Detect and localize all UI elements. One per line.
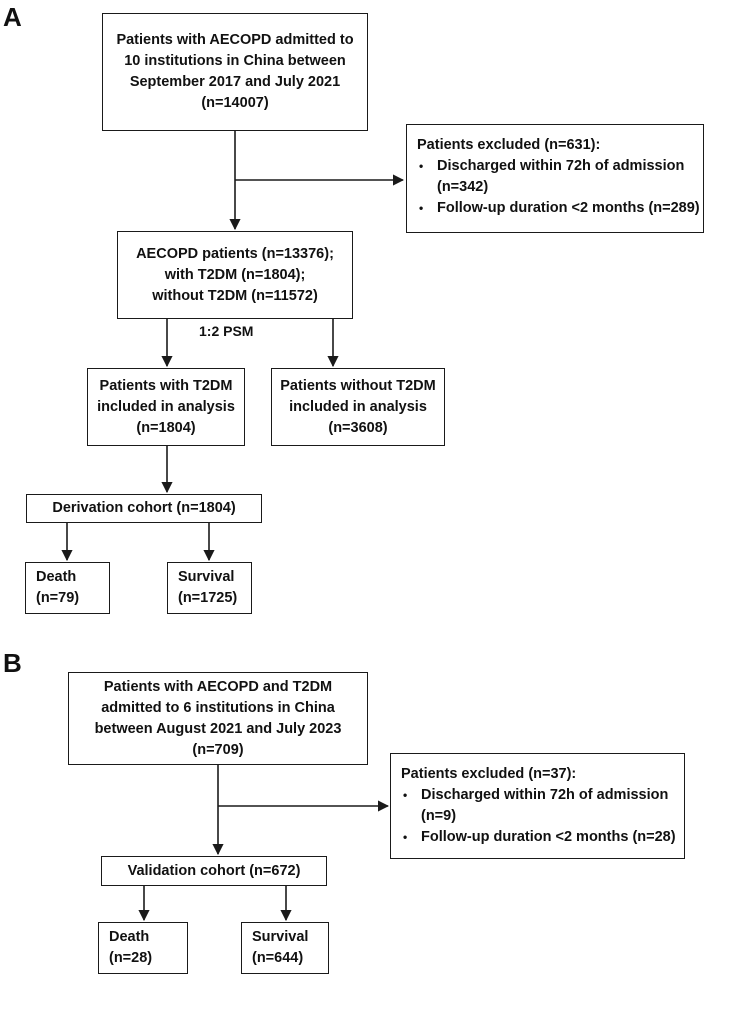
box-b-initial-cohort: Patients with AECOPD and T2DM admitted t… xyxy=(68,672,368,765)
box-a-excluded: Patients excluded (n=631): Discharged wi… xyxy=(406,124,704,233)
a-excluded-item2: Follow-up duration <2 months (n=289) xyxy=(437,200,700,216)
a-start-line-3: September 2017 and July 2021 xyxy=(129,74,341,90)
a-with-line-1: Patients with T2DM xyxy=(99,377,233,394)
a-excluded-item-discharged: Discharged within 72h of admission (n=34… xyxy=(417,156,693,198)
a-survival-line-1: Survival xyxy=(178,569,235,585)
a-with-line-2: included in analysis xyxy=(97,398,235,415)
a-excluded-item-followup: Follow-up duration <2 months (n=289) xyxy=(417,198,700,219)
box-a-death: Death (n=79) xyxy=(25,562,110,614)
a-derivation-label: Derivation cohort (n=1804) xyxy=(52,500,236,516)
a-start-line-4: (n=14007) xyxy=(201,95,269,111)
b-survival-line-1: Survival xyxy=(252,929,309,945)
box-a-survival: Survival (n=1725) xyxy=(167,562,252,614)
b-excluded-item1-line-1: Discharged within 72h of admission xyxy=(421,787,669,803)
a-start-line-1: Patients with AECOPD admitted to xyxy=(116,32,354,48)
b-survival-line-2: (n=644) xyxy=(252,950,304,966)
a-excluded-list: Discharged within 72h of admission (n=34… xyxy=(417,156,700,219)
a-death-line-2: (n=79) xyxy=(36,590,80,606)
box-b-survival: Survival (n=644) xyxy=(241,922,329,974)
a-aecopd-line-2: with T2DM (n=1804); xyxy=(164,266,306,283)
b-start-line-3: between August 2021 and July 2023 xyxy=(94,720,342,737)
a-with-line-3: (n=1804) xyxy=(136,419,196,436)
b-excluded-item2: Follow-up duration <2 months (n=28) xyxy=(421,829,676,845)
a-excluded-item1-line-2: (n=342) xyxy=(437,179,489,195)
a-death-line-1: Death xyxy=(36,569,77,585)
panel-label-a: A xyxy=(3,2,22,32)
b-start-line-1: Patients with AECOPD and T2DM xyxy=(103,678,333,695)
b-excluded-item-followup: Follow-up duration <2 months (n=28) xyxy=(401,827,676,848)
a-start-line-2: 10 institutions in China between xyxy=(124,53,346,69)
box-a-initial-cohort: Patients with AECOPD admitted to 10 inst… xyxy=(102,13,368,131)
a-without-line-2: included in analysis xyxy=(289,398,427,415)
b-excluded-title: Patients excluded (n=37): xyxy=(401,766,577,782)
a-without-line-3: (n=3608) xyxy=(328,419,388,436)
b-death-line-1: Death xyxy=(109,929,150,945)
b-excluded-item-discharged: Discharged within 72h of admission (n=9) xyxy=(401,785,674,827)
b-excluded-list: Discharged within 72h of admission (n=9)… xyxy=(401,785,676,848)
psm-label: 1:2 PSM xyxy=(199,323,254,339)
a-aecopd-line-3: without T2DM (n=11572) xyxy=(152,287,318,304)
box-a-aecopd-patients: AECOPD patients (n=13376); with T2DM (n=… xyxy=(117,231,353,319)
a-aecopd-line-1: AECOPD patients (n=13376); xyxy=(136,245,334,262)
box-a-without-t2dm: Patients without T2DM included in analys… xyxy=(271,368,445,446)
b-validation-label: Validation cohort (n=672) xyxy=(127,862,301,879)
box-b-death: Death (n=28) xyxy=(98,922,188,974)
b-excluded-item1-line-2: (n=9) xyxy=(421,808,457,824)
panel-label-b: B xyxy=(3,648,22,678)
b-start-line-4: (n=709) xyxy=(192,741,244,758)
a-excluded-title: Patients excluded (n=631): xyxy=(417,137,601,153)
b-start-line-2: admitted to 6 institutions in China xyxy=(101,699,335,716)
box-a-derivation-cohort: Derivation cohort (n=1804) xyxy=(26,494,262,523)
a-survival-line-2: (n=1725) xyxy=(178,590,238,606)
box-a-with-t2dm: Patients with T2DM included in analysis … xyxy=(87,368,245,446)
b-death-line-2: (n=28) xyxy=(109,950,153,966)
box-b-excluded: Patients excluded (n=37): Discharged wit… xyxy=(390,753,685,859)
a-without-line-1: Patients without T2DM xyxy=(280,377,436,394)
box-b-validation-cohort: Validation cohort (n=672) xyxy=(101,856,327,886)
a-excluded-item1-line-1: Discharged within 72h of admission xyxy=(437,158,685,174)
